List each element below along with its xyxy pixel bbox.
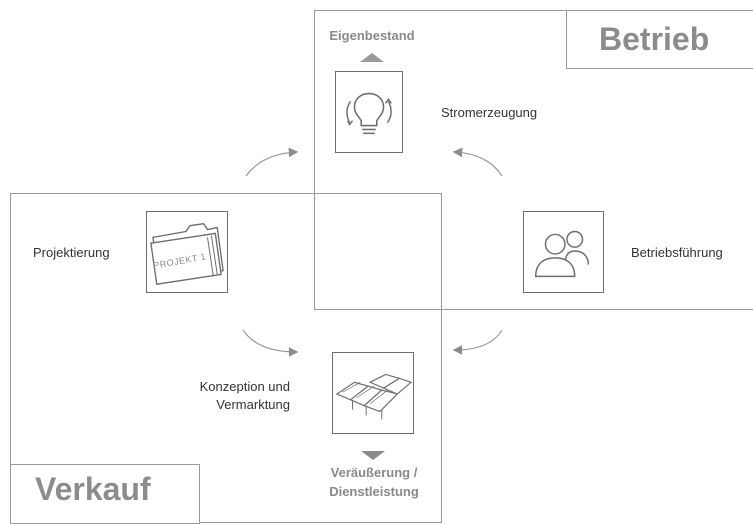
- betrieb-title-tag: Betrieb: [566, 10, 753, 69]
- down-triangle: [361, 451, 385, 460]
- users-icon: [534, 230, 590, 278]
- verkauf-title: Verkauf: [35, 471, 151, 507]
- projektierung-box: PROJEKT 1: [146, 211, 228, 293]
- folder-icon: [150, 222, 224, 285]
- konzeption-label-line2: Vermarktung: [216, 397, 290, 412]
- projektierung-label: Projektierung: [33, 245, 110, 260]
- konzeption-box: [332, 352, 414, 434]
- arrow-betriebsfuehrung-to-stromerzeugung: [452, 147, 503, 177]
- solar-panel-icon: [335, 373, 413, 420]
- stromerzeugung-box: [335, 71, 403, 153]
- betriebsfuehrung-box: [523, 211, 604, 293]
- veraeusserung-label-line1: Veräußerung /: [330, 465, 418, 480]
- veraeusserung-label-line2: Dienstleistung: [329, 484, 419, 499]
- up-triangle: [360, 53, 384, 62]
- betrieb-title: Betrieb: [599, 21, 710, 57]
- stromerzeugung-label: Stromerzeugung: [441, 105, 538, 120]
- arrow-projektierung-to-stromerzeugung: [245, 147, 299, 177]
- flow-arrows: [242, 53, 503, 460]
- lightbulb-icon: [346, 92, 392, 135]
- arrow-betriebsfuehrung-to-konzeption: [452, 329, 503, 355]
- betrieb-region: [314, 10, 753, 310]
- arrow-projektierung-to-konzeption: [242, 329, 299, 357]
- konzeption-label-line1: Konzeption und: [199, 379, 290, 394]
- betriebsfuehrung-label: Betriebsführung: [631, 245, 723, 260]
- eigenbestand-label: Eigenbestand: [329, 28, 415, 43]
